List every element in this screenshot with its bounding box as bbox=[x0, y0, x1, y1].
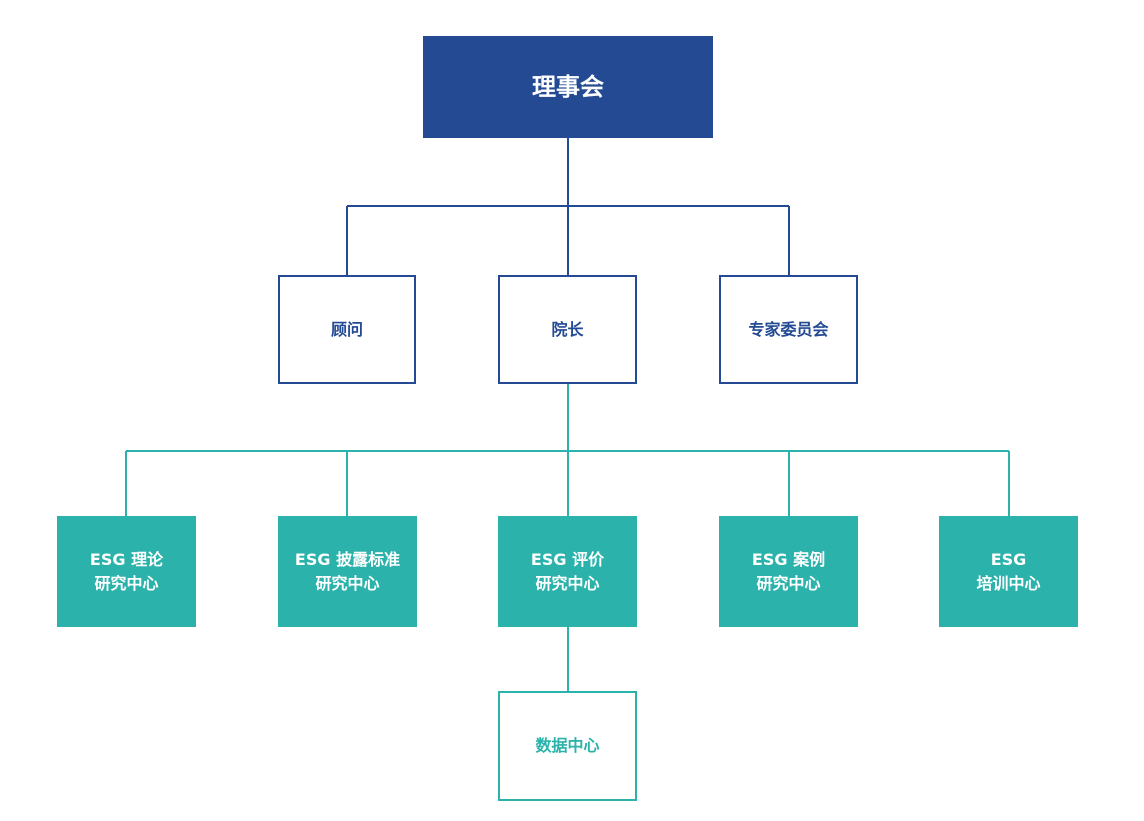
advisor-node: 顾问 bbox=[278, 275, 416, 384]
board-label: 理事会 bbox=[532, 72, 604, 101]
data-center-label: 数据中心 bbox=[535, 736, 600, 756]
data-center-node: 数据中心 bbox=[498, 691, 637, 801]
center-disclosure-line2: 研究中心 bbox=[315, 573, 380, 593]
president-node: 院长 bbox=[498, 275, 637, 384]
president-label: 院长 bbox=[551, 319, 584, 339]
board-node: 理事会 bbox=[423, 36, 713, 138]
expert-committee-node: 专家委员会 bbox=[719, 275, 858, 384]
center-case-line2: 研究中心 bbox=[756, 573, 821, 593]
center-theory-node: ESG 理论 研究中心 bbox=[57, 516, 196, 627]
center-disclosure-line1: ESG 披露标准 bbox=[294, 550, 401, 570]
center-disclosure-node: ESG 披露标准 研究中心 bbox=[278, 516, 417, 627]
center-theory-line2: 研究中心 bbox=[94, 573, 159, 593]
center-rating-line1: ESG 评价 bbox=[530, 550, 605, 570]
center-rating-line2: 研究中心 bbox=[535, 573, 600, 593]
advisor-label: 顾问 bbox=[330, 319, 363, 339]
center-case-node: ESG 案例 研究中心 bbox=[719, 516, 858, 627]
center-theory-line1: ESG 理论 bbox=[89, 550, 164, 570]
center-training-line1: ESG bbox=[990, 550, 1027, 570]
center-training-line2: 培训中心 bbox=[976, 573, 1041, 593]
expert-committee-label: 专家委员会 bbox=[748, 319, 829, 339]
center-rating-node: ESG 评价 研究中心 bbox=[498, 516, 637, 627]
center-training-node: ESG 培训中心 bbox=[939, 516, 1078, 627]
center-case-line1: ESG 案例 bbox=[751, 550, 826, 570]
